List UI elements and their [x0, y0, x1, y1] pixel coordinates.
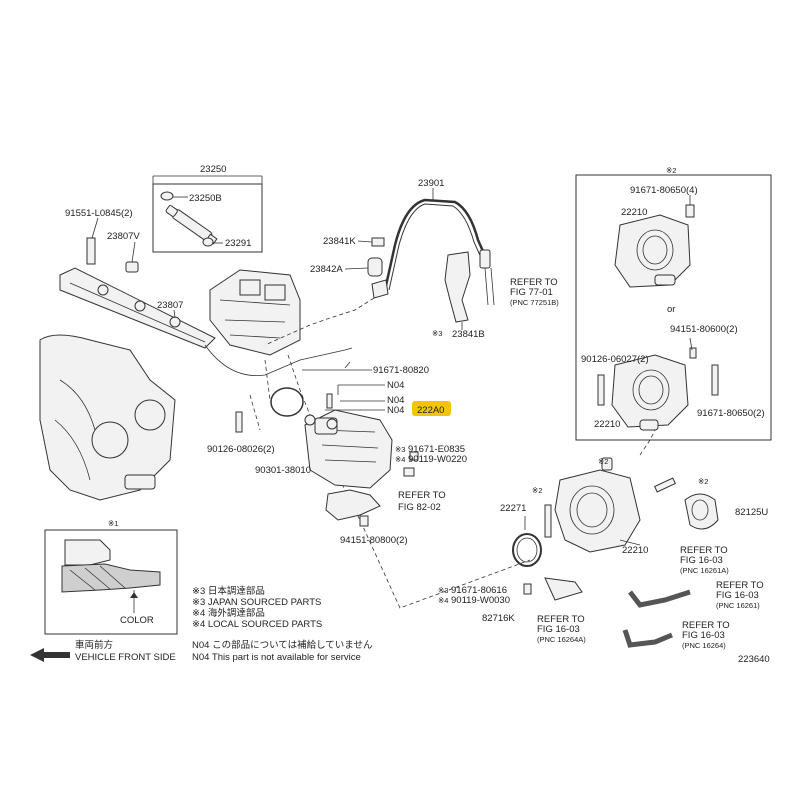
label-23807v[interactable]: 23807V — [107, 231, 140, 242]
engine-block — [209, 269, 301, 356]
inset-title: ※1 — [108, 519, 118, 528]
svg-text:FIG 77-01: FIG 77-01 — [510, 287, 553, 298]
label-22271[interactable]: 22271 — [500, 503, 526, 514]
inset-connector — [61, 539, 161, 613]
throttle-body-group — [512, 457, 719, 648]
variant-throttle-bodies — [597, 195, 719, 431]
svg-text:FIG 16-03: FIG 16-03 — [716, 590, 759, 601]
mark2-a: ※2 — [598, 457, 608, 466]
fuel-line-group — [344, 188, 495, 330]
front-arrow-icon — [30, 648, 70, 662]
intake-manifold — [39, 334, 176, 501]
mark3-b: ※3 — [438, 586, 448, 595]
svg-text:FIG 82-02: FIG 82-02 — [398, 502, 441, 513]
bracket-shape — [444, 251, 471, 323]
label-222a0[interactable]: 222A0 — [417, 405, 444, 416]
front-side-en: VEHICLE FRONT SIDE — [75, 652, 176, 663]
diagram-number: 223640 — [738, 654, 770, 665]
label-90126-08026[interactable]: 90126-08026(2) — [207, 444, 275, 455]
front-side-jp: 車両前方 — [75, 639, 113, 651]
legend: ※3 日本調達部品 ※3 JAPAN SOURCED PARTS ※4 海外調達… — [192, 585, 373, 663]
inset-color-label: COLOR — [120, 615, 154, 626]
label-82716k[interactable]: 82716K — [482, 613, 515, 624]
label-23250b[interactable]: 23250B — [189, 193, 222, 204]
label-22210-c[interactable]: 22210 — [622, 545, 648, 556]
svg-text:(PNC 16261A): (PNC 16261A) — [680, 566, 729, 575]
legend-m4-en: ※4 LOCAL SOURCED PARTS — [192, 619, 322, 630]
legend-m3-en: ※3 JAPAN SOURCED PARTS — [192, 597, 321, 608]
part-number-labels: 23250 23250B 23291 91551-L0845(2) 23807V… — [65, 164, 768, 624]
svg-text:REFER TO: REFER TO — [680, 545, 728, 556]
legend-n04-en: N04 This part is not available for servi… — [192, 652, 361, 663]
mark2-b: ※2 — [532, 486, 542, 495]
or-text: or — [667, 304, 675, 315]
label-90119-w0220[interactable]: 90119-W0220 — [408, 454, 467, 465]
mark4-a: ※4 — [395, 455, 405, 464]
legend-m4-jp: ※4 海外調達部品 — [192, 607, 265, 619]
label-23841b[interactable]: 23841B — [452, 329, 485, 340]
legend-m3-jp: ※3 日本調達部品 — [192, 585, 265, 597]
bolt-shape — [86, 237, 96, 265]
label-91551[interactable]: 91551-L0845(2) — [65, 208, 133, 219]
legend-n04-jp: N04 この部品については補給していません — [192, 639, 373, 651]
refer-16-03-16261[interactable]: REFER TO FIG 16-03 (PNC 16261) — [716, 580, 764, 610]
svg-text:REFER TO: REFER TO — [398, 490, 446, 501]
label-22210-b[interactable]: 22210 — [594, 419, 620, 430]
refer-82-02[interactable]: REFER TO FIG 82-02 — [398, 490, 446, 513]
o-ring-shape — [160, 191, 174, 201]
fuel-rail-group — [59, 217, 353, 377]
inset-box — [44, 529, 178, 635]
label-90301[interactable]: 90301-38010 — [255, 465, 311, 476]
label-91671-80820[interactable]: 91671-80820 — [373, 365, 429, 376]
label-n04-a: N04 — [387, 380, 404, 391]
label-90119-w0030[interactable]: 90119-W0030 — [451, 595, 510, 606]
svg-text:(PNC 16264): (PNC 16264) — [682, 641, 726, 650]
label-23842a[interactable]: 23842A — [310, 264, 343, 275]
mark3-a: ※3 — [395, 445, 405, 454]
label-91671-80650-b[interactable]: 91671-80650(2) — [697, 408, 765, 419]
variant-box — [575, 174, 772, 441]
refer-labels: REFER TO FIG 77-01 (PNC 77251B) REFER TO… — [398, 277, 764, 650]
label-91671-80616[interactable]: 91671-80616 — [451, 585, 507, 596]
refer-16-03-16264a[interactable]: REFER TO FIG 16-03 (PNC 16264A) — [537, 614, 586, 644]
label-82125u[interactable]: 82125U — [735, 507, 768, 518]
clamp-shape — [367, 257, 383, 277]
svg-text:FIG 16-03: FIG 16-03 — [682, 630, 725, 641]
refer-16-03-16264[interactable]: REFER TO FIG 16-03 (PNC 16264) — [682, 620, 730, 650]
mark3-23841b: ※3 — [432, 329, 442, 338]
mark2-c: ※2 — [698, 477, 708, 486]
refer-77-01[interactable]: REFER TO FIG 77-01 (PNC 77251B) — [510, 277, 559, 307]
svg-text:(PNC 16264A): (PNC 16264A) — [537, 635, 586, 644]
label-23250[interactable]: 23250 — [200, 164, 226, 175]
svg-text:FIG 16-03: FIG 16-03 — [537, 624, 580, 635]
svg-text:(PNC 77251B): (PNC 77251B) — [510, 298, 559, 307]
svg-text:(PNC 16261): (PNC 16261) — [716, 601, 760, 610]
label-n04-c: N04 — [387, 405, 404, 416]
label-23841k[interactable]: 23841K — [323, 236, 356, 247]
label-22210-a[interactable]: 22210 — [621, 207, 647, 218]
label-94151-80800[interactable]: 94151-80800(2) — [340, 535, 408, 546]
injector-group — [152, 175, 263, 253]
label-23291[interactable]: 23291 — [225, 238, 251, 249]
mark2-box: ※2 — [666, 166, 676, 175]
mark4-b: ※4 — [438, 596, 448, 605]
label-23807[interactable]: 23807 — [157, 300, 183, 311]
label-94151-80600[interactable]: 94151-80600(2) — [670, 324, 738, 335]
svg-text:REFER TO: REFER TO — [510, 277, 558, 288]
refer-16-03-16261a[interactable]: REFER TO FIG 16-03 (PNC 16261A) — [680, 545, 729, 575]
svg-text:REFER TO: REFER TO — [716, 580, 764, 591]
label-90126-06027[interactable]: 90126-06027(2) — [581, 354, 649, 365]
svg-text:REFER TO: REFER TO — [682, 620, 730, 631]
svg-text:REFER TO: REFER TO — [537, 614, 585, 625]
label-23901[interactable]: 23901 — [418, 178, 444, 189]
throttle-actuator-group — [235, 361, 419, 527]
label-91671-e0835[interactable]: 91671-E0835 — [408, 444, 465, 455]
highlight-222a0[interactable] — [412, 401, 451, 416]
label-91671-80650-a[interactable]: 91671-80650(4) — [630, 185, 698, 196]
label-n04-b: N04 — [387, 395, 404, 406]
svg-text:FIG 16-03: FIG 16-03 — [680, 555, 723, 566]
